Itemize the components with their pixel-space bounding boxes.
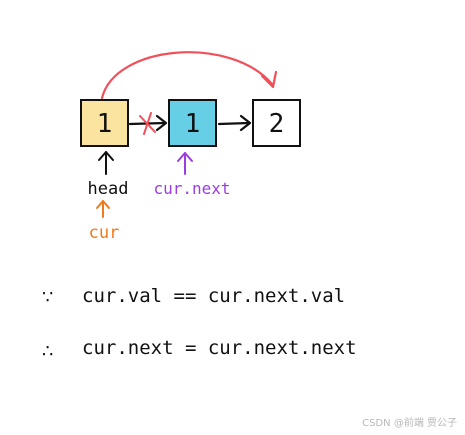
node-box-2	[168, 99, 217, 147]
node-value-2: 1	[185, 109, 201, 139]
cur-next-label: cur.next	[153, 179, 230, 198]
because-equation: cur.val == cur.next.val	[82, 285, 345, 307]
cur-label: cur	[89, 223, 120, 243]
watermark-text: CSDN @前端 贾公子	[362, 418, 457, 429]
node-value-3: 2	[269, 109, 285, 139]
head-label: head	[88, 179, 129, 199]
new-link-curved-arrow	[100, 51, 278, 100]
cur-next-pointer-arrow	[177, 152, 193, 175]
remove-link-cross-icon	[139, 112, 156, 135]
head-pointer-arrow	[98, 151, 114, 175]
node-box-1	[80, 99, 129, 147]
cur-pointer-arrow	[96, 200, 110, 218]
therefore-equation: cur.next = cur.next.next	[82, 337, 357, 359]
next-arrow-2-to-3	[217, 114, 252, 132]
because-symbol: ∵	[42, 287, 53, 308]
node-value-1: 1	[97, 109, 113, 139]
therefore-symbol: ∴	[42, 341, 53, 362]
node-box-3	[252, 99, 301, 147]
